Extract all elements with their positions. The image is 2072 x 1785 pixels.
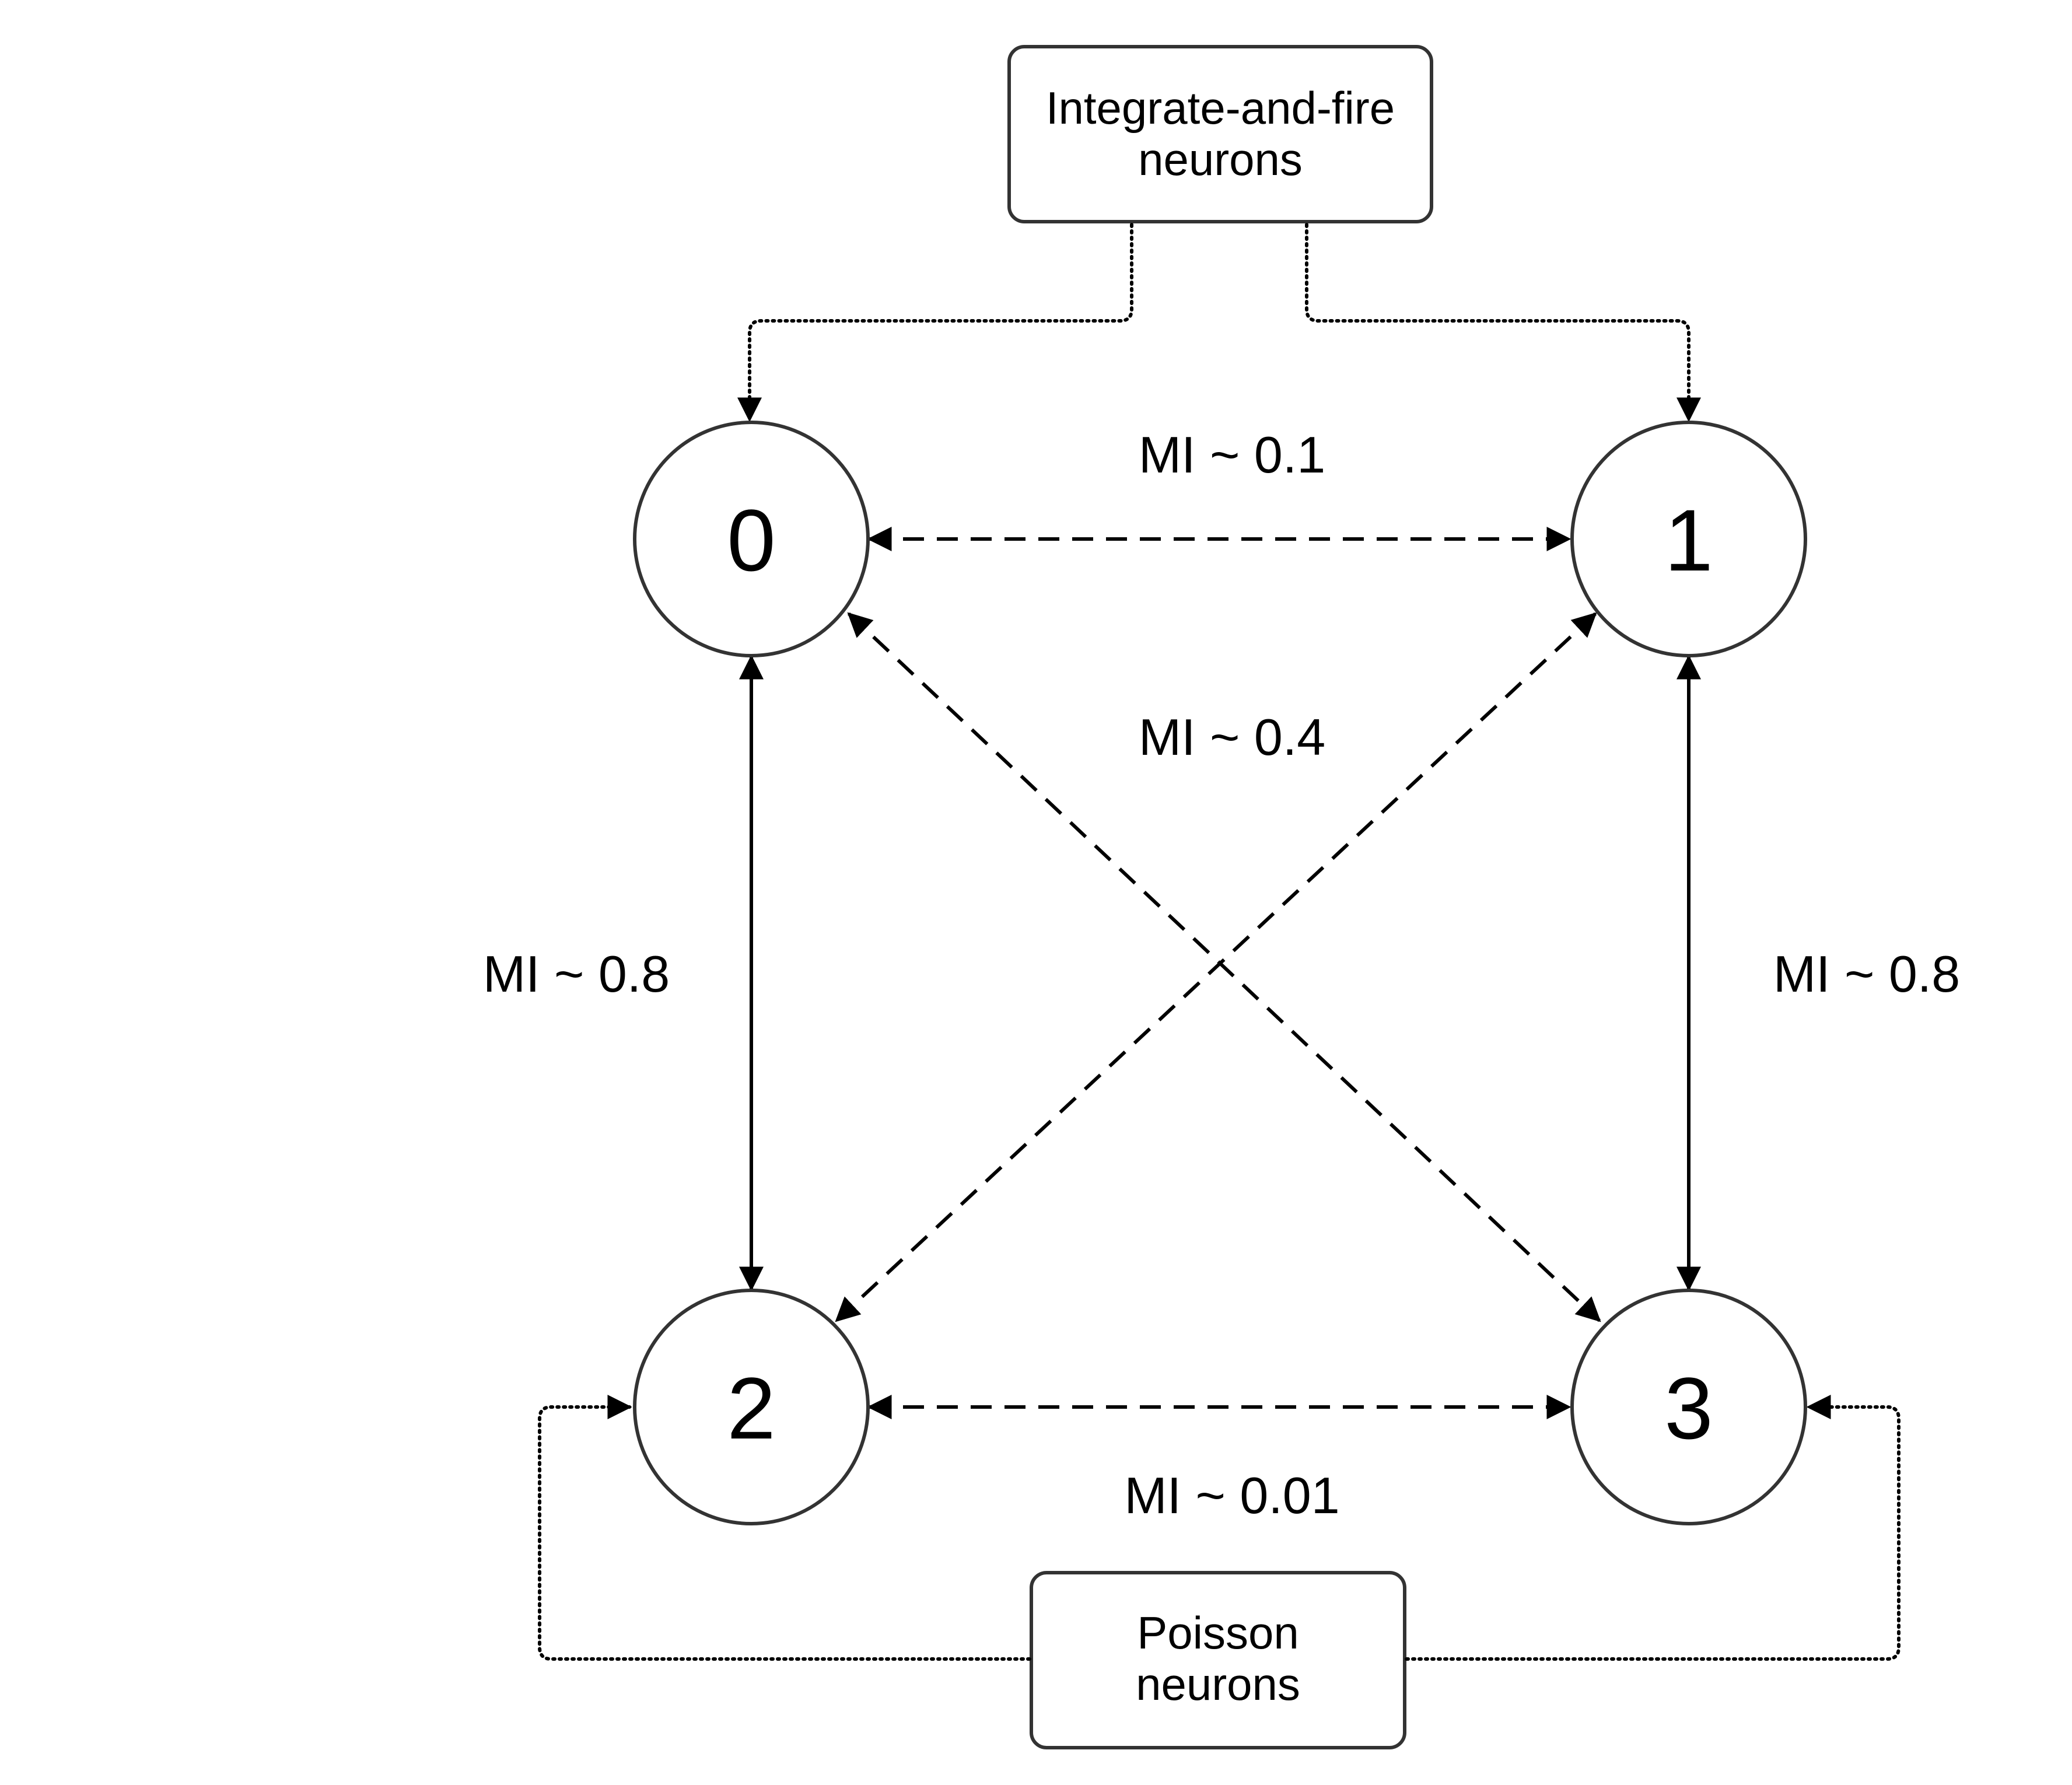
mi-label-0-1: MI ~ 0.1: [1139, 426, 1325, 484]
mi-label-0-2: MI ~ 0.8: [483, 945, 670, 1003]
poisson-box: Poisson neurons: [1030, 1571, 1406, 1749]
node-0-label: 0: [727, 491, 775, 589]
integrate-and-fire-label-line1: Integrate-and-fire: [1046, 82, 1395, 134]
node-2: 2: [633, 1289, 870, 1525]
mi-label-2-3: MI ~ 0.01: [1124, 1466, 1339, 1524]
node-1-label: 1: [1664, 491, 1713, 589]
mi-label-cross: MI ~ 0.4: [1139, 708, 1325, 766]
mi-label-1-3: MI ~ 0.8: [1773, 945, 1960, 1003]
iaf-to-node-1-connector: [1305, 223, 1701, 422]
poisson-label-line1: Poisson: [1137, 1607, 1299, 1658]
node-1: 1: [1570, 421, 1807, 657]
iaf-to-node-0-connector: [737, 223, 1133, 422]
edge-1-2: [835, 612, 1597, 1322]
poisson-to-node-2-connector: [538, 1395, 1031, 1661]
integrate-and-fire-box: Integrate-and-fire neurons: [1007, 45, 1433, 223]
poisson-label-line2: neurons: [1136, 1658, 1300, 1710]
integrate-and-fire-label-line2: neurons: [1138, 134, 1303, 185]
node-2-label: 2: [727, 1359, 775, 1457]
node-0: 0: [633, 421, 870, 657]
node-3-label: 3: [1664, 1359, 1713, 1457]
node-3: 3: [1570, 1289, 1807, 1525]
